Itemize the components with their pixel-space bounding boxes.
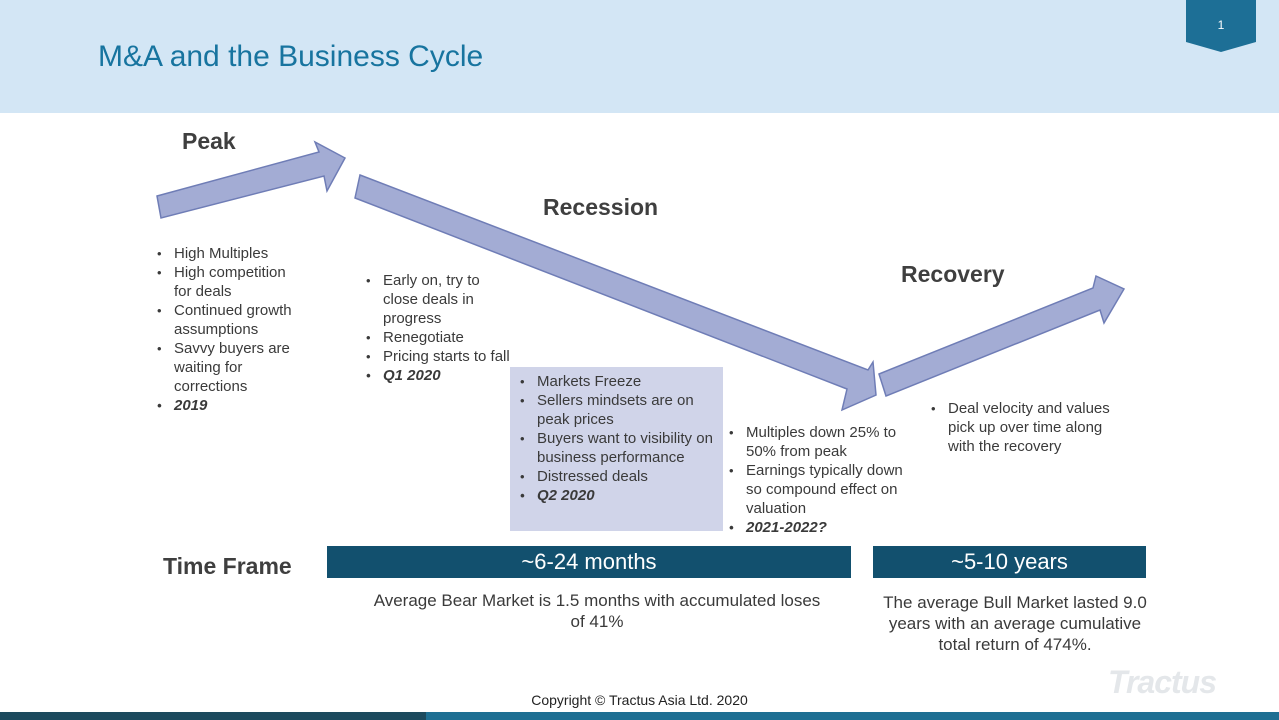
bull-market-caption: The average Bull Market lasted 9.0 years… — [883, 593, 1147, 654]
list-item-year: 2019 — [156, 396, 306, 415]
list-item: Markets Freeze — [519, 372, 719, 391]
list-item: Continued growth assumptions — [156, 301, 306, 339]
peak-arrow — [156, 140, 347, 219]
list-item-year: 2021-2022? — [728, 518, 918, 537]
list-item: Buyers want to visibility on business pe… — [519, 429, 719, 467]
recession-bullets: Markets Freeze Sellers mindsets are on p… — [519, 372, 719, 505]
bear-market-caption: Average Bear Market is 1.5 months with a… — [373, 591, 821, 631]
list-item: Deal velocity and values pick up over ti… — [930, 399, 1130, 456]
page-number: 1 — [1217, 18, 1225, 32]
slide-title: M&A and the Business Cycle — [98, 40, 484, 73]
list-item: Multiples down 25% to 50% from peak — [728, 423, 918, 461]
list-item-quarter: Q1 2020 — [365, 366, 525, 385]
list-item: Renegotiate — [365, 328, 525, 347]
peak-bullets: High Multiples High competition for deal… — [156, 244, 306, 415]
trough-bullets: Multiples down 25% to 50% from peak Earn… — [728, 423, 918, 537]
list-item: High Multiples — [156, 244, 306, 263]
early-recession-bullets: Early on, try to close deals in progress… — [365, 271, 525, 385]
list-item: Sellers mindsets are on peak prices — [519, 391, 719, 429]
recovery-bullets: Deal velocity and values pick up over ti… — [930, 399, 1130, 456]
list-item: Pricing starts to fall — [365, 347, 525, 366]
list-item-quarter: Q2 2020 — [519, 486, 719, 505]
list-item: Savvy buyers are waiting for corrections — [156, 339, 306, 396]
recovery-arrow — [878, 274, 1126, 397]
page-number-tab — [1186, 0, 1256, 52]
copyright-notice: Copyright © Tractus Asia Ltd. 2020 — [531, 692, 748, 708]
list-item: Early on, try to close deals in progress — [365, 271, 525, 328]
list-item: Distressed deals — [519, 467, 719, 486]
footer-strip — [0, 712, 1279, 720]
header-band — [0, 0, 1279, 113]
recession-label: Recession — [543, 194, 659, 220]
timeframe-label: Time Frame — [163, 553, 292, 579]
list-item: Earnings typically down so compound effe… — [728, 461, 918, 518]
bear-timeframe-bar: ~6-24 months — [327, 546, 851, 578]
tractus-logo: Tractus — [1108, 664, 1217, 700]
bull-timeframe-bar: ~5-10 years — [873, 546, 1146, 578]
peak-label: Peak — [182, 128, 236, 154]
recovery-label: Recovery — [901, 261, 1005, 287]
recession-arrow — [354, 173, 877, 412]
list-item: High competition for deals — [156, 263, 306, 301]
